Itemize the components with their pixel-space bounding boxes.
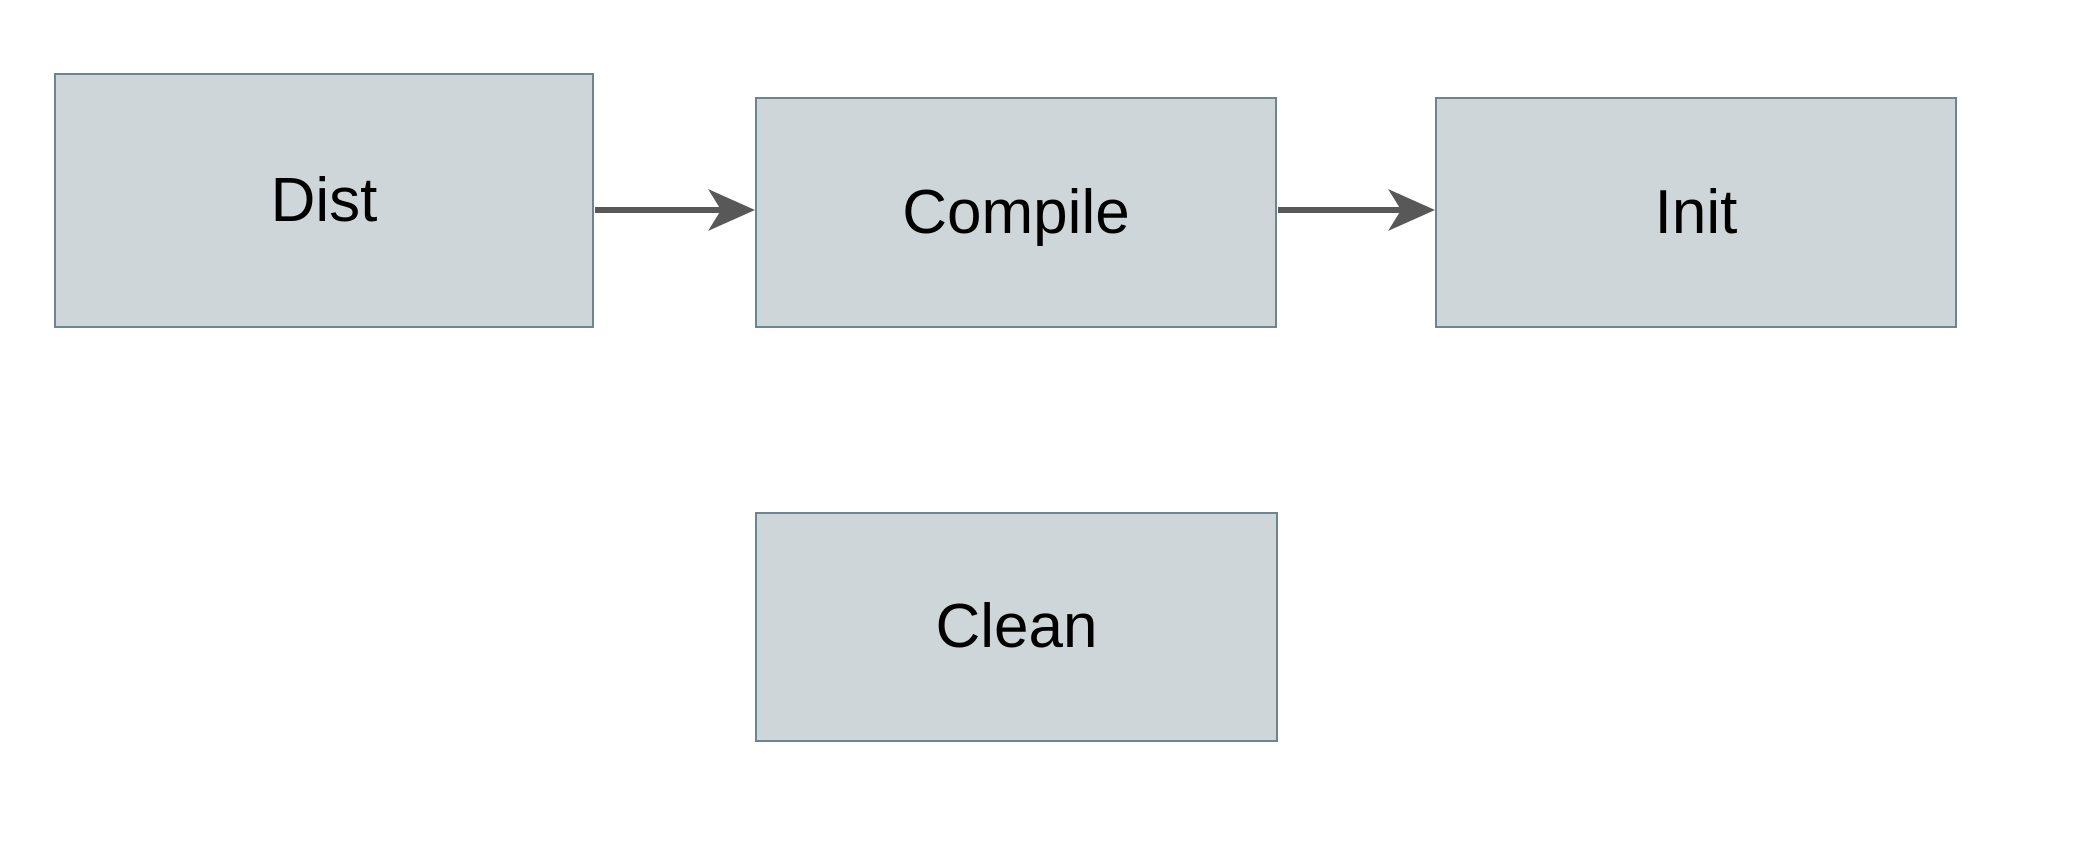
arrowhead-icon	[1388, 189, 1435, 231]
node-label-init: Init	[1654, 177, 1738, 247]
node-label-compile: Compile	[902, 177, 1130, 247]
diagram-node-dist[interactable]: Dist	[54, 73, 594, 328]
diagram-edge-compile-to-init[interactable]	[1273, 180, 1445, 240]
arrowhead-icon	[708, 189, 755, 231]
diagram-node-init[interactable]: Init	[1435, 97, 1957, 328]
node-label-clean: Clean	[935, 592, 1098, 661]
diagram-edge-dist-to-compile[interactable]	[590, 180, 765, 240]
diagram-node-clean[interactable]: Clean	[755, 512, 1278, 742]
diagram-node-compile[interactable]: Compile	[755, 97, 1277, 328]
node-label-dist: Dist	[270, 165, 378, 235]
